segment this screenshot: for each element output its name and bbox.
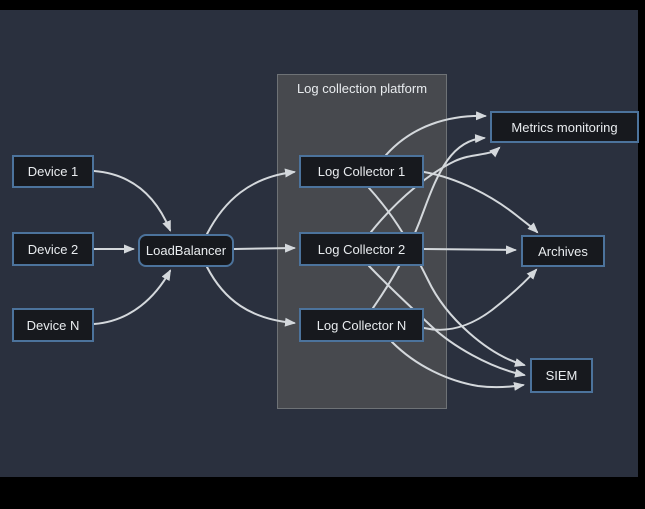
node-siem-label: SIEM [545, 368, 578, 383]
node-archives: Archives [521, 235, 605, 267]
platform-label: Log collection platform [296, 81, 428, 96]
node-loadbalancer: LoadBalancer [138, 234, 234, 267]
node-device-2: Device 2 [12, 232, 94, 266]
node-loadbalancer-label: LoadBalancer [145, 243, 227, 258]
node-device-n: Device N [12, 308, 94, 342]
node-log-collector-2: Log Collector 2 [299, 232, 424, 266]
node-metrics-monitoring: Metrics monitoring [490, 111, 639, 143]
node-siem: SIEM [530, 358, 593, 393]
node-log-collector-n-label: Log Collector N [316, 317, 407, 333]
node-device-2-label: Device 2 [27, 241, 79, 257]
node-archives-label: Archives [538, 243, 588, 259]
node-log-collector-1-label: Log Collector 1 [317, 164, 406, 179]
node-metrics-monitoring-label: Metrics monitoring [511, 119, 618, 135]
node-log-collector-2-label: Log Collector 2 [317, 241, 406, 257]
node-log-collector-n: Log Collector N [299, 308, 424, 342]
node-device-n-label: Device N [26, 317, 80, 333]
node-device-1: Device 1 [12, 155, 94, 188]
node-device-1-label: Device 1 [27, 164, 79, 179]
node-log-collector-1: Log Collector 1 [299, 155, 424, 188]
